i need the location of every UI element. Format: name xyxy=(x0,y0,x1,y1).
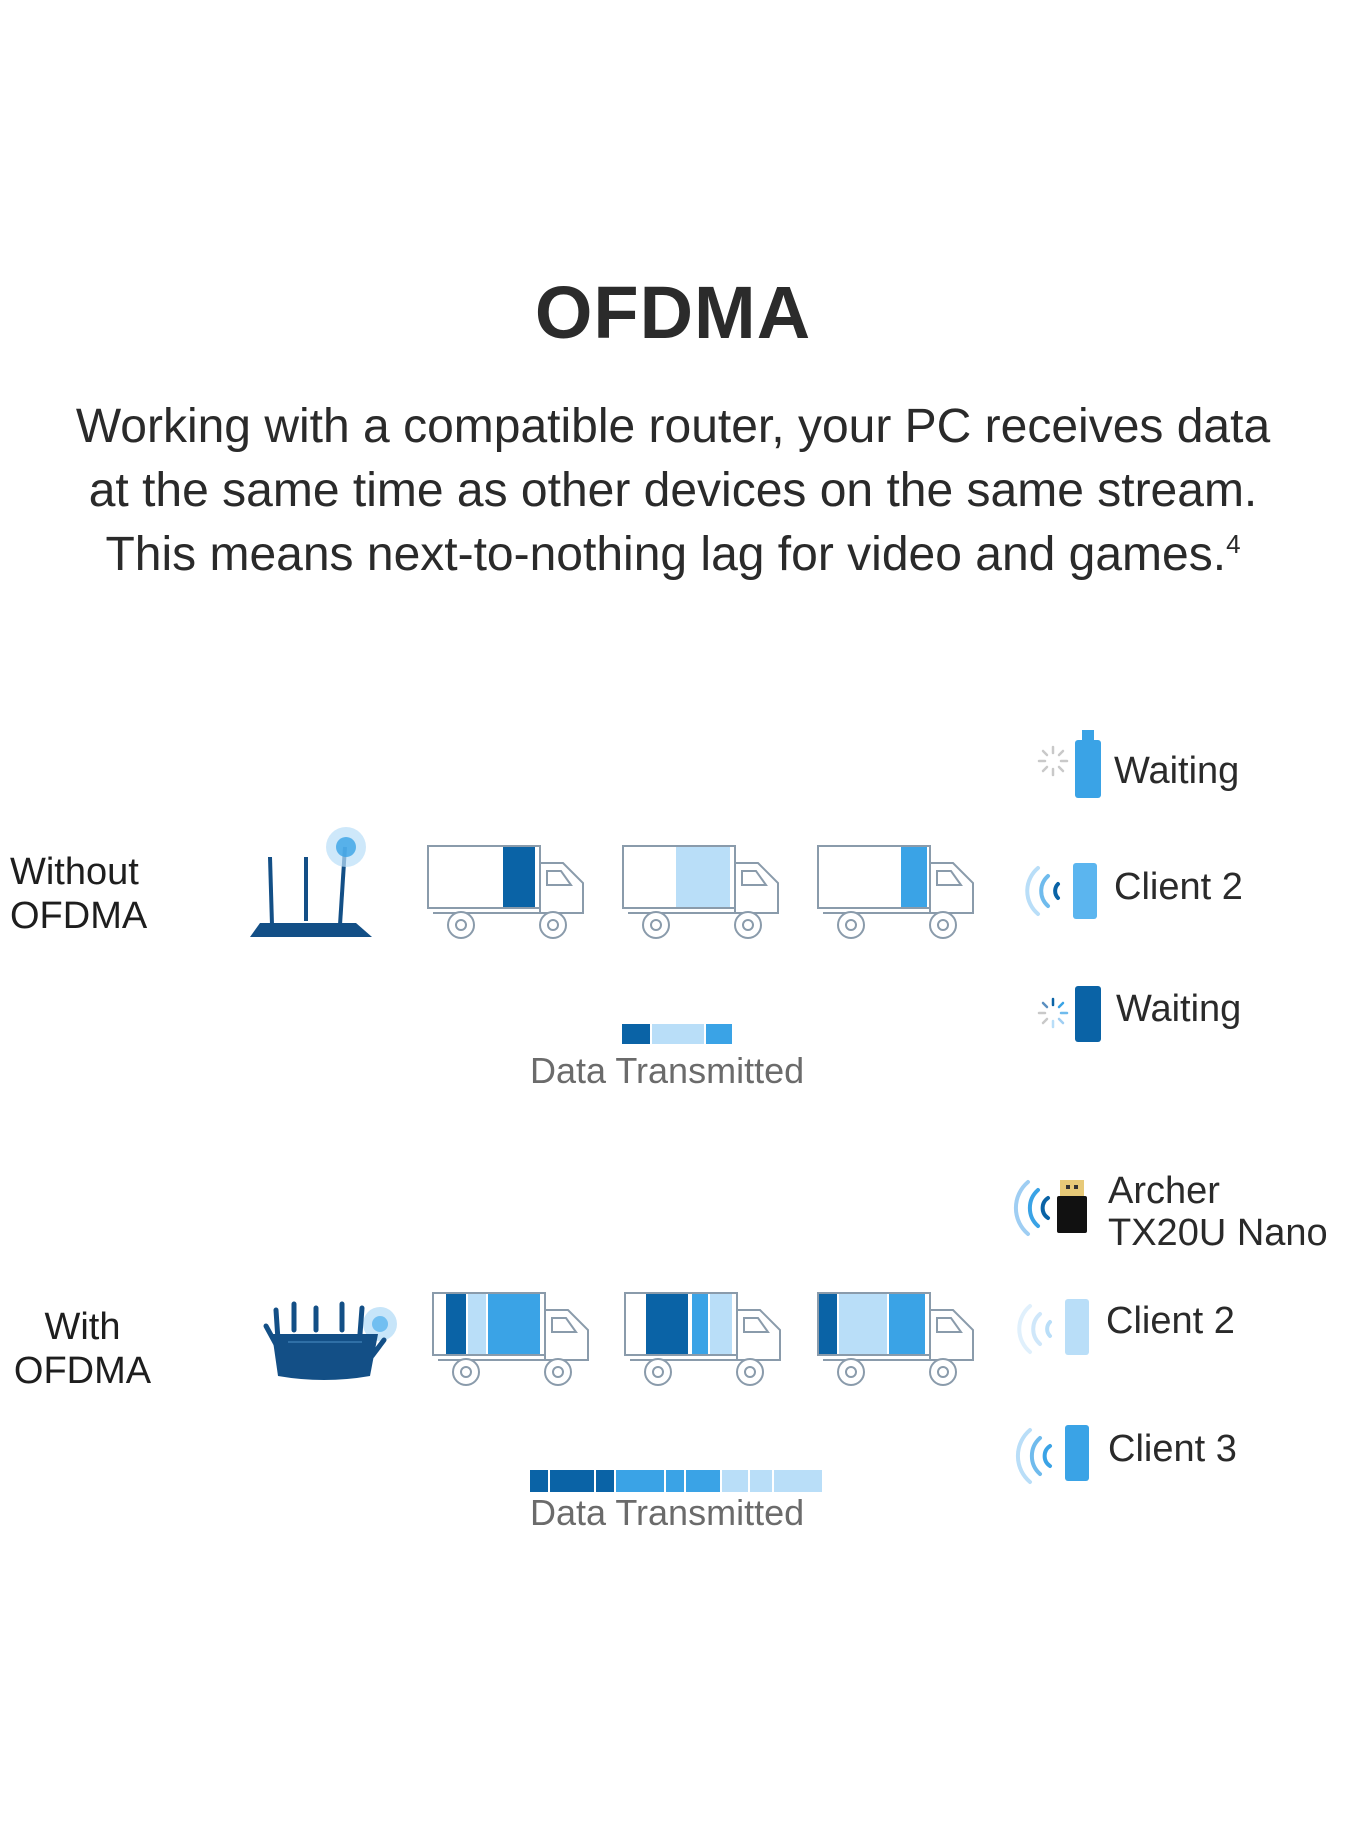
client-device-icon xyxy=(1065,1299,1089,1355)
description-line-2: at the same time as other devices on the… xyxy=(88,464,1258,517)
device-label-waiting-2: Waiting xyxy=(1116,988,1242,1030)
description: Working with a compatible router, your P… xyxy=(20,395,1326,587)
wifi-signal-icon xyxy=(1015,1428,1052,1484)
truck-2 xyxy=(622,845,779,939)
client-device-icon xyxy=(1075,730,1101,798)
truck-4 xyxy=(432,1292,589,1386)
wifi-signal-icon xyxy=(1017,1304,1052,1354)
truck-6-cargo-block xyxy=(889,1294,925,1354)
truck-4-cargo-block xyxy=(488,1294,540,1354)
truck-4-cargo-block xyxy=(446,1294,466,1354)
router-icon xyxy=(250,827,372,937)
truck-1 xyxy=(427,845,584,939)
data-transmitted-bar xyxy=(622,1024,732,1044)
usb-adapter-icon xyxy=(1057,1180,1087,1233)
device-label-client-2: Client 2 xyxy=(1106,1300,1235,1342)
truck-4-cargo-block xyxy=(468,1294,486,1354)
description-line-1: Working with a compatible router, your P… xyxy=(75,400,1271,453)
truck-5 xyxy=(624,1292,781,1386)
wifi-signal-icon xyxy=(1013,1180,1050,1236)
loading-spinner-icon xyxy=(1037,745,1069,777)
client-device-icon xyxy=(1065,1425,1089,1481)
client-device-icon xyxy=(1073,863,1097,919)
without-ofdma-label: Without OFDMA xyxy=(10,851,148,937)
client-device-icon xyxy=(1075,986,1101,1042)
description-line-3: This means next-to-nothing lag for video… xyxy=(105,528,1227,581)
with-ofdma-label: With OFDMA xyxy=(13,1306,152,1392)
truck-6-cargo-block xyxy=(819,1294,837,1354)
data-transmitted-caption: Data Transmitted xyxy=(530,1492,805,1533)
truck-3-cargo-block xyxy=(901,847,927,907)
truck-6-cargo-block xyxy=(839,1294,887,1354)
device-label-archer: Archer TX20U Nano xyxy=(1108,1170,1328,1254)
data-transmitted-caption: Data Transmitted xyxy=(530,1050,805,1091)
loading-spinner-icon xyxy=(1037,997,1069,1029)
truck-5-cargo-block xyxy=(710,1294,732,1354)
device-label-client-2: Client 2 xyxy=(1114,866,1243,908)
truck-5-cargo-block xyxy=(646,1294,688,1354)
data-transmitted-bar xyxy=(530,1470,822,1492)
wifi-signal-icon xyxy=(1025,866,1060,916)
truck-1-cargo-block xyxy=(503,847,535,907)
truck-6 xyxy=(817,1292,974,1386)
truck-2-cargo-block xyxy=(676,847,730,907)
footnote-marker: 4 xyxy=(1226,529,1241,559)
device-label-client-3: Client 3 xyxy=(1108,1428,1237,1470)
router-icon xyxy=(263,1301,397,1380)
truck-3 xyxy=(817,845,974,939)
truck-5-cargo-block xyxy=(692,1294,708,1354)
page-title: OFDMA xyxy=(534,271,812,354)
device-label-waiting-1: Waiting xyxy=(1114,750,1240,792)
